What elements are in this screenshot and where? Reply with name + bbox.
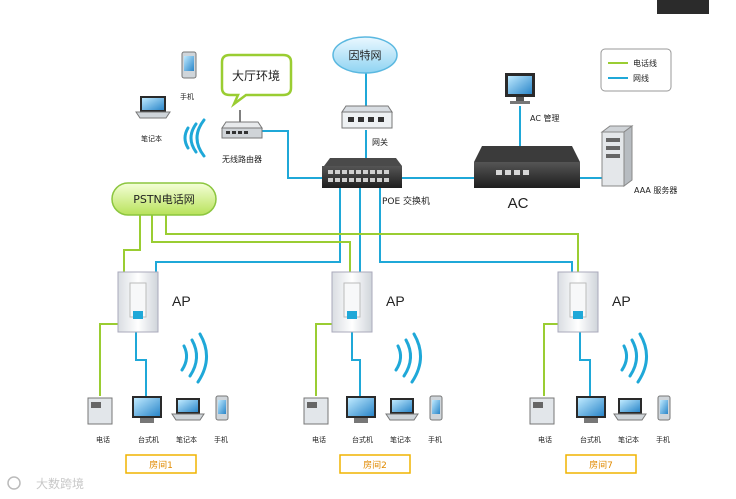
client-label: 电话 xyxy=(96,435,110,444)
client-mobile: 手机 xyxy=(214,395,229,444)
watermark-logo-icon xyxy=(7,476,21,490)
hall-phone-device: 手机 xyxy=(180,51,197,101)
client-phone: 电话 xyxy=(87,397,113,444)
client-laptop: 笔记本 xyxy=(613,398,647,444)
client-desktop: 台式机 xyxy=(132,396,162,444)
network-lines xyxy=(99,70,602,396)
pstn-label: PSTN电话网 xyxy=(133,193,195,206)
client-label: 笔记本 xyxy=(618,435,639,444)
room-label: 房间1 xyxy=(149,459,173,471)
room-box xyxy=(125,454,197,474)
client-label: 手机 xyxy=(214,435,228,444)
client-label: 笔记本 xyxy=(390,435,411,444)
internet-label: 因特网 xyxy=(349,48,382,62)
internet-cloud: 因特网 xyxy=(332,36,398,74)
gateway-device: 网关 xyxy=(341,105,393,147)
legend-net-label: 网线 xyxy=(633,73,649,83)
ac-management-monitor: AC 管理 xyxy=(505,73,559,123)
client-label: 台式机 xyxy=(352,435,373,444)
hall-phone-label: 手机 xyxy=(180,92,194,101)
ap-label: AP xyxy=(612,293,631,309)
client-phone: 电话 xyxy=(529,397,555,444)
watermark-text: 大数跨境 xyxy=(36,476,84,491)
aaa-label: AAA 服务器 xyxy=(634,185,677,195)
client-label: 台式机 xyxy=(138,435,159,444)
top-dark-bar xyxy=(657,0,709,14)
wifi-icon xyxy=(394,332,422,384)
ap-group-3: AP 电话 台式机 笔记本 手机 房间7 xyxy=(529,271,671,474)
hall-bubble: 大厅环境 xyxy=(220,53,293,108)
client-label: 手机 xyxy=(656,435,670,444)
router-wifi-icon xyxy=(183,118,206,158)
pstn-cloud: PSTN电话网 xyxy=(111,182,217,216)
room-label: 房间7 xyxy=(589,459,613,471)
client-mobile: 手机 xyxy=(656,395,671,444)
hall-laptop-label: 笔记本 xyxy=(141,134,162,143)
legend-phone-label: 电话线 xyxy=(633,58,657,68)
ac-controller: AC xyxy=(474,146,580,212)
ac-mgmt-label: AC 管理 xyxy=(530,113,559,123)
poe-switch: POE 交换机 xyxy=(322,158,430,207)
client-label: 笔记本 xyxy=(176,435,197,444)
client-label: 台式机 xyxy=(580,435,601,444)
ac-label: AC xyxy=(508,195,529,212)
client-label: 手机 xyxy=(428,435,442,444)
room-box xyxy=(339,454,411,474)
switch-label: POE 交换机 xyxy=(382,195,430,207)
ap-label: AP xyxy=(386,293,405,309)
client-laptop: 笔记本 xyxy=(171,398,205,444)
room-label: 房间2 xyxy=(363,459,387,471)
ap-group-2: AP 电话 台式机 笔记本 手机 房间2 xyxy=(303,271,443,474)
client-label: 电话 xyxy=(538,435,552,444)
client-phone: 电话 xyxy=(303,397,329,444)
watermark: 大数跨境 xyxy=(7,476,84,491)
client-desktop: 台式机 xyxy=(346,396,376,444)
legend: 电话线 网线 xyxy=(600,48,672,92)
wifi-icon xyxy=(620,332,648,384)
ap-group-1: AP 电话 台式机 笔记本 手机 房间1 xyxy=(87,271,229,474)
router-label: 无线路由器 xyxy=(222,154,262,164)
wifi-icon xyxy=(180,332,208,384)
client-laptop: 笔记本 xyxy=(385,398,419,444)
client-label: 电话 xyxy=(312,435,326,444)
wireless-router: 无线路由器 xyxy=(221,110,263,164)
hall-bubble-label: 大厅环境 xyxy=(232,68,280,83)
ap-label: AP xyxy=(172,293,191,309)
hall-laptop-device: 笔记本 xyxy=(135,96,171,143)
client-mobile: 手机 xyxy=(428,395,443,444)
client-desktop: 台式机 xyxy=(576,396,606,444)
gateway-label: 网关 xyxy=(372,137,388,147)
aaa-server: AAA 服务器 xyxy=(600,125,677,195)
room-box xyxy=(565,454,637,474)
